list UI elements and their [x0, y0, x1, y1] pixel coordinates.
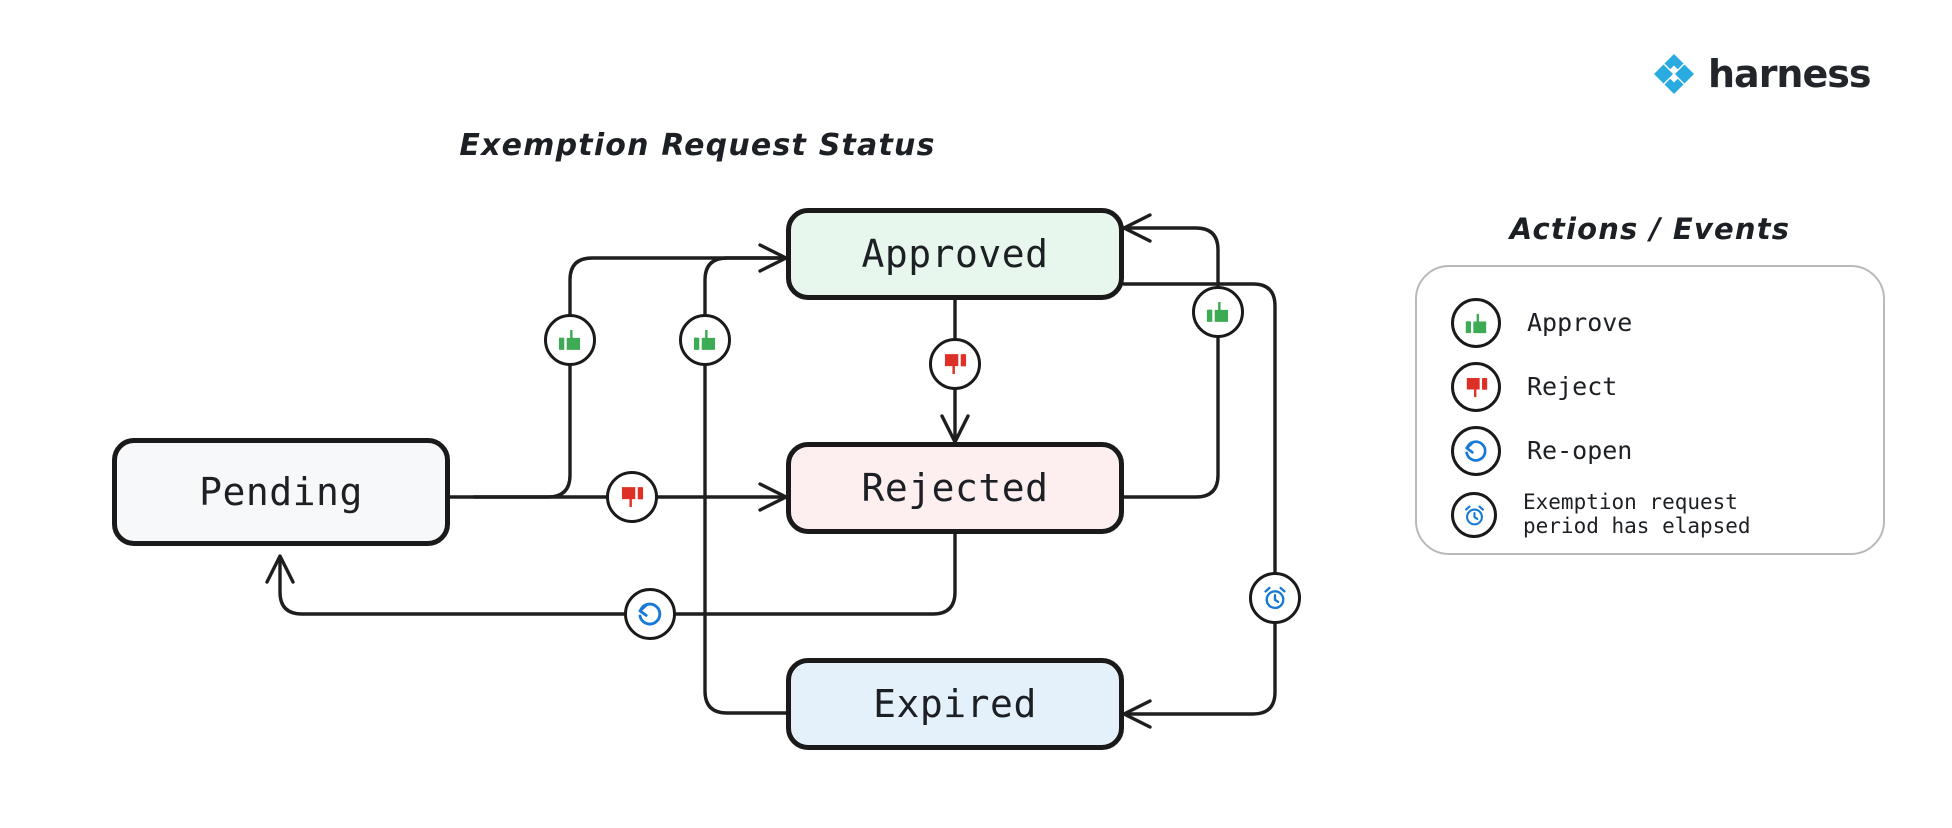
state-label-pending: Pending [199, 470, 363, 514]
thumbs-up-icon [693, 329, 716, 350]
reopen-icon [1465, 440, 1487, 462]
state-node-pending[interactable]: Pending [112, 438, 450, 546]
edge-rejected-to-approved [1122, 213, 1220, 499]
state-node-approved[interactable]: Approved [786, 208, 1124, 300]
reopen-icon [638, 602, 662, 626]
legend-label-expired: Exemption request period has elapsed [1523, 490, 1751, 538]
diagram-title: Exemption Request Status [459, 128, 936, 163]
edge-badge-approve-rejected[interactable] [1192, 286, 1244, 338]
state-label-approved: Approved [861, 232, 1049, 276]
thumbs-up-icon [558, 329, 581, 350]
alarm-clock-icon [1264, 586, 1286, 610]
thumbs-down-icon [944, 354, 967, 375]
legend-label-reject: Reject [1527, 372, 1618, 401]
edge-badge-approve-expired[interactable] [679, 314, 731, 366]
edge-badge-reject-pending[interactable] [606, 471, 658, 523]
thumbs-up-icon [1465, 313, 1486, 333]
thumbs-up-icon [1206, 301, 1229, 322]
harness-logo: harness [1652, 52, 1871, 96]
legend-badge-expired [1451, 492, 1497, 538]
legend-badge-approve [1451, 298, 1501, 348]
edge-pending-to-approved [472, 243, 788, 499]
edge-approved-to-expired [1122, 282, 1277, 729]
edge-badge-reopen[interactable] [624, 588, 676, 640]
state-label-expired: Expired [873, 682, 1037, 726]
legend-badge-reject [1451, 362, 1501, 412]
state-label-rejected: Rejected [861, 466, 1049, 510]
legend-panel: Approve Reject Re-open [1415, 265, 1885, 555]
legend-badge-reopen [1451, 426, 1501, 476]
legend-title: Actions / Events [1509, 212, 1791, 246]
edge-badge-approve-pending[interactable] [544, 314, 596, 366]
thumbs-down-icon [621, 487, 644, 508]
harness-diamond-logo-icon [1654, 54, 1694, 94]
edge-badge-expired-alarm[interactable] [1249, 572, 1301, 624]
thumbs-down-icon [1466, 377, 1487, 397]
legend-label-reopen: Re-open [1527, 436, 1633, 465]
legend-label-approve: Approve [1527, 308, 1633, 337]
legend-item-expired: Exemption request period has elapsed [1417, 483, 1883, 547]
legend-item-reopen: Re-open [1417, 419, 1883, 483]
legend-item-reject: Reject [1417, 355, 1883, 419]
state-node-expired[interactable]: Expired [786, 658, 1124, 750]
brand-name: harness [1708, 52, 1871, 96]
state-node-rejected[interactable]: Rejected [786, 442, 1124, 534]
edge-badge-reject-approved[interactable] [929, 338, 981, 390]
edge-rejected-to-pending-reopen [265, 532, 957, 616]
alarm-clock-icon [1464, 505, 1484, 525]
legend-item-approve: Approve [1417, 291, 1883, 355]
